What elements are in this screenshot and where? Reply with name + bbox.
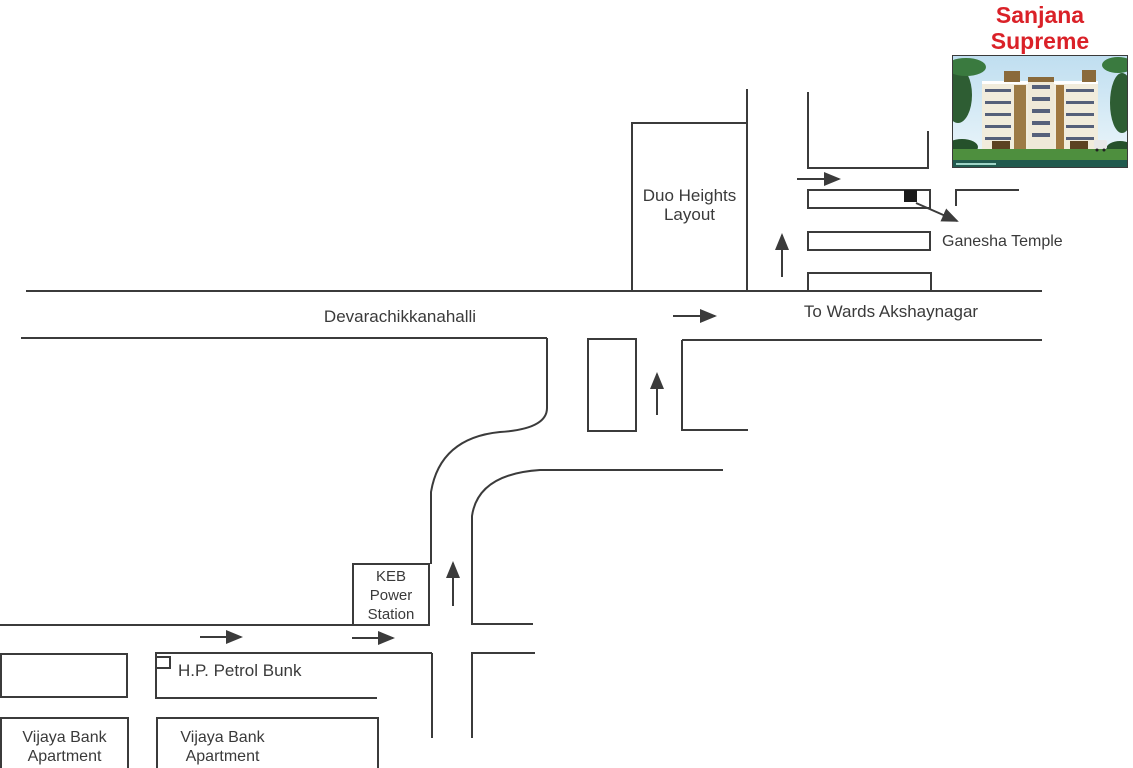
vijaya-left-line2: Apartment — [27, 748, 102, 765]
keb-label-line1: KEB — [375, 568, 406, 585]
road-south-east-edge-lower — [471, 652, 535, 738]
keb-power-station-box — [352, 563, 430, 626]
vijaya-bank-right-label: Vijaya Bank Apartment — [155, 728, 290, 766]
photo-border — [952, 55, 1128, 168]
duo-heights-label-line2: Layout — [663, 205, 716, 224]
duo-heights-label-line1: Duo Heights — [642, 186, 737, 205]
vijaya-bank-left-box — [0, 717, 129, 768]
vijaya-bank-right-box — [156, 717, 379, 768]
vijaya-left-line1: Vijaya Bank — [22, 729, 107, 746]
street-block-a — [807, 189, 931, 209]
direction-label: To Wards Akshaynagar — [803, 302, 979, 321]
block-corner-southeast — [681, 340, 748, 431]
street-block-c — [807, 272, 932, 292]
road-south-west-edge — [430, 338, 548, 564]
photo-caption-band — [952, 160, 1128, 168]
arrow-temple-pointer-icon — [915, 202, 959, 222]
keb-label-line3: Station — [367, 606, 415, 623]
road-median-island — [587, 338, 637, 432]
vijaya-right-line2: Apartment — [185, 748, 260, 765]
photo-lawn — [952, 149, 1128, 160]
keb-label-line2: Power — [369, 587, 413, 604]
block-petrol-bunk — [155, 652, 432, 699]
vijaya-right-line1: Vijaya Bank — [180, 729, 265, 746]
project-title-line2: Supreme — [990, 28, 1090, 54]
photo-building — [982, 70, 1098, 149]
project-title-line1: Sanjana — [995, 2, 1085, 28]
keb-power-station-label: KEB Power Station — [353, 567, 429, 624]
duo-heights-box — [631, 122, 748, 292]
ganesha-temple-label: Ganesha Temple — [942, 233, 1063, 250]
vijaya-bank-left-label: Vijaya Bank Apartment — [1, 728, 128, 766]
road-south-east-edge — [471, 469, 723, 625]
project-title: Sanjana Supreme — [950, 2, 1130, 54]
street-u-block — [807, 92, 929, 169]
temple-site-marker — [904, 190, 917, 202]
petrol-bunk-label: H.P. Petrol Bunk — [178, 661, 302, 680]
petrol-pump-icon — [155, 656, 171, 669]
road-name-label: Devarachikkanahalli — [323, 307, 477, 326]
street-corner-right — [955, 189, 1019, 206]
duo-heights-label: Duo Heights Layout — [630, 186, 749, 224]
block-unlabeled-left — [0, 653, 128, 698]
photo-van — [1094, 140, 1107, 152]
project-photo — [952, 55, 1128, 168]
photo-caption-text — [956, 163, 996, 165]
street-block-b — [807, 231, 931, 251]
